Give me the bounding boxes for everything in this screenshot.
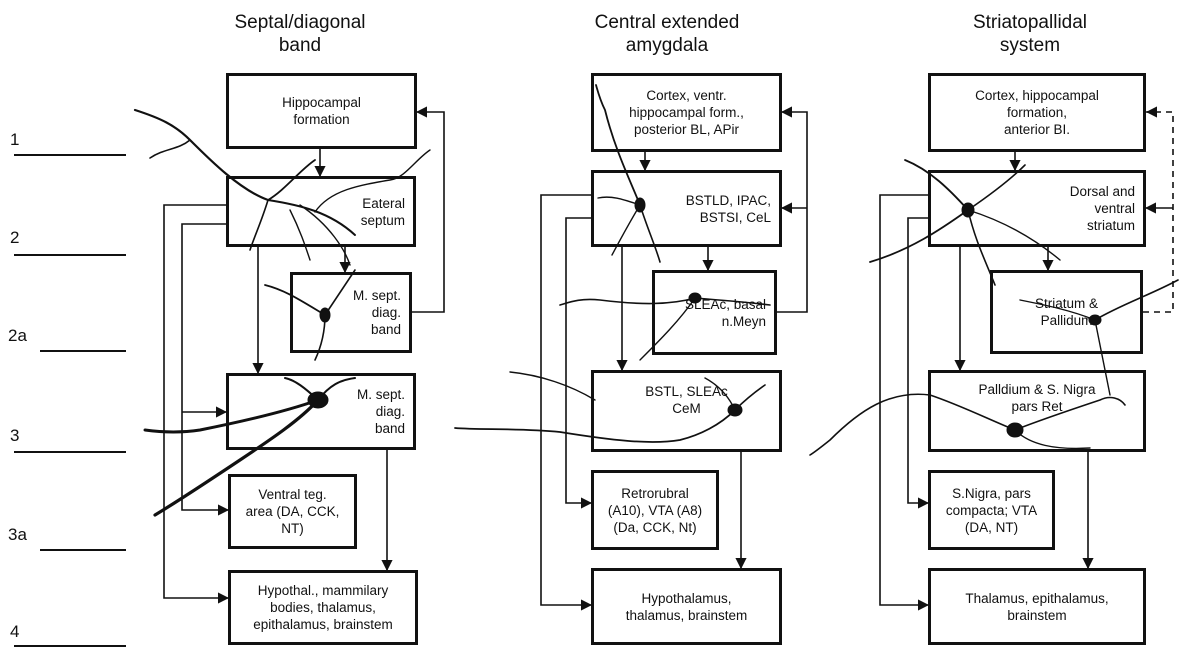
- level-rule-1: [14, 154, 126, 156]
- level-rule-3a: [40, 549, 126, 551]
- level-label-1: 1: [10, 130, 20, 149]
- neuron-drawing-1: [133, 108, 431, 517]
- box-hypothalamus-col2: Hypothalamus, thalamus, brainstem: [591, 568, 782, 645]
- neuron-drawing-3: [809, 159, 1179, 456]
- box-medial-septum-2a: M. sept. diag. band: [290, 272, 412, 353]
- column-title-striatopallidal: Striatopallidal system: [972, 12, 1088, 56]
- level-label-3a: 3a: [8, 525, 27, 544]
- box-hypothalamus-col1: Hypothal., mammilary bodies, thalamus, e…: [228, 570, 418, 645]
- level-label-2: 2: [10, 228, 20, 247]
- box-retrorubral: Retrorubral (A10), VTA (A8) (Da, CCK, Nt…: [591, 470, 719, 550]
- box-bstld: BSTLD, IPAC, BSTSI, CeL: [591, 170, 782, 247]
- level-rule-3: [14, 451, 126, 453]
- level-rule-2a: [40, 350, 126, 352]
- box-dorsal-ventral-striatum: Dorsal and ventral striatum: [928, 170, 1146, 247]
- box-medial-septum-3: M. sept. diag. band: [226, 373, 416, 450]
- box-lateral-septum: Eateral septum: [226, 176, 416, 247]
- level-label-4: 4: [10, 622, 20, 641]
- box-hippocampal-formation: Hippocampal formation: [226, 73, 417, 149]
- box-sleac-basal: SLEAc, basal n.Meyn: [652, 270, 777, 355]
- box-pallidum-snigra: Palldium & S. Nigra pars Ret: [928, 370, 1146, 452]
- column-title-amygdala: Central extended amygdala: [594, 12, 740, 56]
- box-thalamus-col3: Thalamus, epithalamus, brainstem: [928, 568, 1146, 645]
- box-snigra-compacta: S.Nigra, pars compacta; VTA (DA, NT): [928, 470, 1055, 550]
- level-rule-4: [14, 645, 126, 647]
- level-label-2a: 2a: [8, 326, 27, 345]
- level-label-3: 3: [10, 426, 20, 445]
- box-striatum-pallidum: Striatum & Pallidum: [990, 270, 1143, 354]
- neuron-drawing-2: [454, 84, 771, 443]
- box-cortex-col3: Cortex, hippocampal formation, anterior …: [928, 73, 1146, 152]
- box-bstl-sleac: BSTL, SLEAc CeM: [591, 370, 782, 452]
- box-cortex-col2: Cortex, ventr. hippocampal form., poster…: [591, 73, 782, 152]
- level-rule-2: [14, 254, 126, 256]
- column-title-septal: Septal/diagonal band: [234, 12, 366, 56]
- box-ventral-tegmental-area: Ventral teg. area (DA, CCK, NT): [228, 474, 357, 549]
